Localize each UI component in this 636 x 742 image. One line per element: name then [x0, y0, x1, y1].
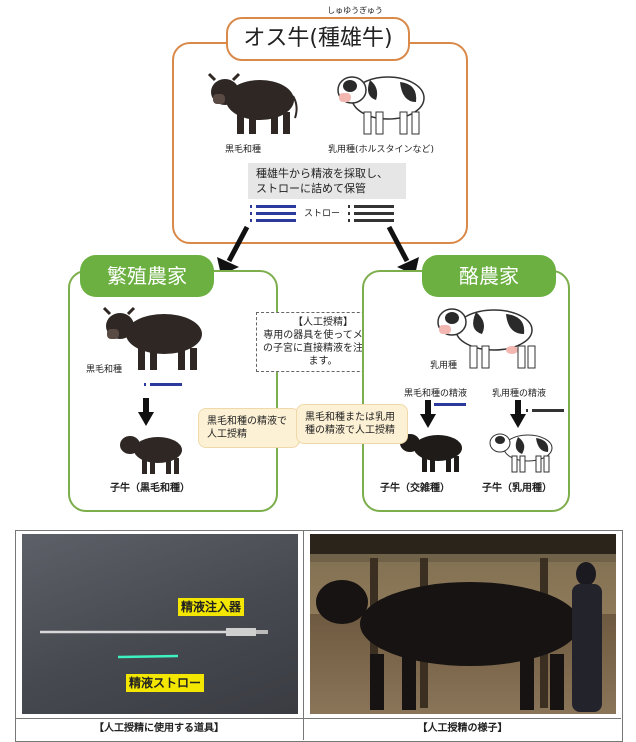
black-bull-illustration	[207, 72, 298, 134]
ai-note-title: 【人工授精】	[293, 317, 353, 328]
breeding-down-arrow	[138, 398, 154, 426]
bull-breed-black-label: 黒毛和種	[225, 145, 262, 155]
breeding-farm-title: 繁殖農家	[80, 255, 214, 297]
breeding-ai-bubble: 黒毛和種の精液で人工授精	[198, 408, 300, 448]
semen-straw-image	[117, 654, 179, 659]
bull-title-ruby: しゅゆうぎゅう	[327, 6, 383, 15]
breeding-cow-label: 黒毛和種	[86, 365, 123, 375]
dairy-down-arrow-left	[420, 400, 436, 428]
straw-tag: 精液ストロー	[126, 674, 205, 692]
dairy-down-arrow-right	[510, 400, 526, 428]
bull-breed-dairy-label: 乳用種(ホルスタインなど)	[328, 145, 435, 155]
dairy-calf-label: 子牛（乳用種）	[482, 483, 552, 494]
bull-section-box	[172, 42, 468, 244]
breeding-farm-box	[68, 270, 278, 512]
arrow-to-dairy-farm	[386, 225, 419, 275]
dairy-calf-illustration	[489, 433, 553, 473]
dairy-ai-bubble: 黒毛和種または乳用種の精液で人工授精	[296, 404, 408, 444]
breeding-calf-illustration	[120, 436, 182, 474]
arrow-to-breeding-farm	[217, 225, 250, 275]
bull-collection-note: 種雄牛から精液を採取し、ストローに詰めて保管	[248, 163, 406, 199]
dairy-farm-title: 酪農家	[422, 255, 556, 297]
photos-divider	[303, 530, 304, 740]
breeding-straw	[144, 383, 182, 386]
dairy-farm-box	[362, 270, 570, 512]
injector-tag: 精液注入器	[178, 598, 245, 616]
straw-label: ストロー	[304, 209, 341, 219]
dairy-cow-label: 乳用種	[430, 361, 458, 371]
black-straws	[348, 205, 394, 222]
ai-tools-caption: 【人工授精に使用する道具】	[94, 723, 224, 734]
blue-straws	[250, 205, 296, 222]
dairy-cow-illustration	[437, 308, 536, 369]
ai-scene-detail	[310, 534, 616, 712]
holstein-bull-illustration	[337, 76, 425, 135]
crossbreed-calf-illustration	[400, 434, 462, 472]
breeding-calf-label: 子牛（黒毛和種）	[110, 483, 190, 494]
ai-note-body: 専用の器具を使ってメス牛の子宮に直接精液を注入します。	[263, 330, 383, 367]
bull-section-title: オス牛(種雄牛)	[226, 17, 410, 61]
dairy-straw-blue	[428, 403, 466, 406]
photos-caption-divider	[15, 718, 621, 719]
dairy-semen-dairy-label: 乳用種の精液	[492, 389, 547, 399]
semen-injector-image	[40, 628, 268, 636]
crossbreed-calf-label: 子牛（交雑種）	[380, 483, 450, 494]
breeding-cow-illustration	[102, 306, 202, 370]
dairy-straw-black	[526, 409, 564, 412]
dairy-semen-black-label: 黒毛和種の精液	[404, 389, 468, 399]
ai-scene-caption: 【人工授精の様子】	[417, 723, 508, 734]
